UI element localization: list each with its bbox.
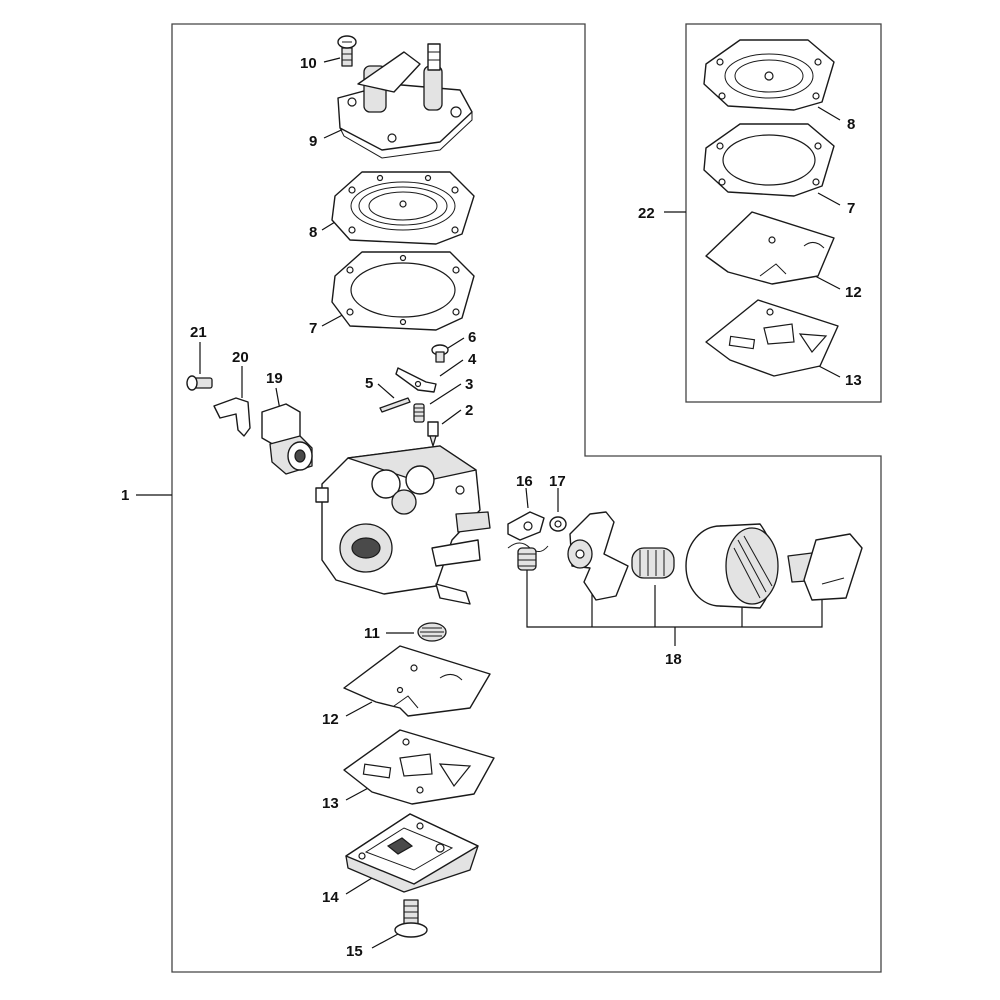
- part-18-filter: [685, 523, 779, 609]
- part-3-spring: [413, 403, 425, 423]
- callout-6: 6: [468, 329, 476, 346]
- part-21-screw: [186, 375, 213, 391]
- part-13-gasket: [343, 729, 495, 805]
- callout-12-kit: 12: [845, 284, 862, 301]
- part-18-large-spring: [631, 547, 675, 579]
- part-15-screw: [394, 899, 428, 938]
- callout-14: 14: [322, 889, 339, 906]
- part-16-lever: [507, 511, 549, 552]
- gasket-kit-frame: [685, 23, 882, 403]
- part-14-bottom-cover: [345, 813, 479, 893]
- carburetor-body: [315, 445, 491, 605]
- leader-3: [429, 383, 462, 405]
- callout-2: 2: [465, 402, 473, 419]
- callout-17: 17: [549, 473, 566, 490]
- callout-13: 13: [322, 795, 339, 812]
- leader-5: [377, 383, 395, 399]
- part-10-screw: [337, 35, 357, 67]
- callout-21: 21: [190, 324, 207, 341]
- callout-19: 19: [266, 370, 283, 387]
- callout-4: 4: [468, 351, 477, 368]
- leader-8-kit: [817, 106, 841, 121]
- callout-20: 20: [232, 349, 249, 366]
- leader-14: [345, 877, 373, 895]
- callout-labels: 10 9 8 7 21 20 19 6 4 5 3 2 1 16 17 11 1…: [121, 55, 862, 960]
- callout-15: 15: [346, 943, 363, 960]
- leader-4: [439, 359, 464, 377]
- callout-12: 12: [322, 711, 339, 728]
- callout-18: 18: [665, 651, 682, 668]
- callout-8-kit: 8: [847, 116, 855, 133]
- part-18-cam: [567, 511, 629, 601]
- part-8-diaphragm: [331, 171, 475, 245]
- leader-18-bracket: [526, 570, 823, 646]
- callout-7-kit: 7: [847, 200, 855, 217]
- kit-part-7-gasket: [703, 123, 835, 197]
- part-4-lever: [395, 367, 437, 393]
- leader-16: [525, 487, 529, 509]
- callout-13-kit: 13: [845, 372, 862, 389]
- callout-8: 8: [309, 224, 317, 241]
- leader-12-kit: [814, 275, 841, 290]
- part-7-gasket: [331, 251, 475, 331]
- assembly-frame: [171, 23, 882, 973]
- part-11-screen: [417, 622, 447, 642]
- leader-2: [441, 409, 462, 425]
- callout-7: 7: [309, 320, 317, 337]
- callout-22: 22: [638, 205, 655, 222]
- leader-10: [323, 57, 341, 63]
- callout-16: 16: [516, 473, 533, 490]
- part-5-pin: [379, 397, 411, 413]
- callout-11: 11: [364, 625, 380, 642]
- part-17-retainer: [549, 516, 567, 532]
- part-18-small-spring: [517, 547, 537, 571]
- callout-3: 3: [465, 376, 473, 393]
- part-12-gasket: [343, 645, 491, 717]
- callout-5: 5: [365, 375, 373, 392]
- callout-1: 1: [121, 487, 129, 504]
- leader-6: [447, 337, 465, 349]
- leader-7-kit: [817, 192, 841, 206]
- part-9-pump-cover: [337, 43, 473, 159]
- leader-12: [345, 701, 373, 717]
- part-20-clip: [213, 397, 251, 437]
- leader-15: [371, 933, 399, 949]
- part-6-screw: [431, 344, 449, 363]
- callout-9: 9: [309, 133, 317, 150]
- kit-part-12-gasket: [705, 211, 835, 285]
- kit-part-13-gasket: [705, 299, 839, 377]
- part-19-lever-assembly: [261, 403, 313, 475]
- kit-part-8-diaphragm: [703, 39, 835, 111]
- part-2-needle: [427, 421, 439, 447]
- callout-10: 10: [300, 55, 317, 72]
- part-18-lever: [787, 533, 863, 601]
